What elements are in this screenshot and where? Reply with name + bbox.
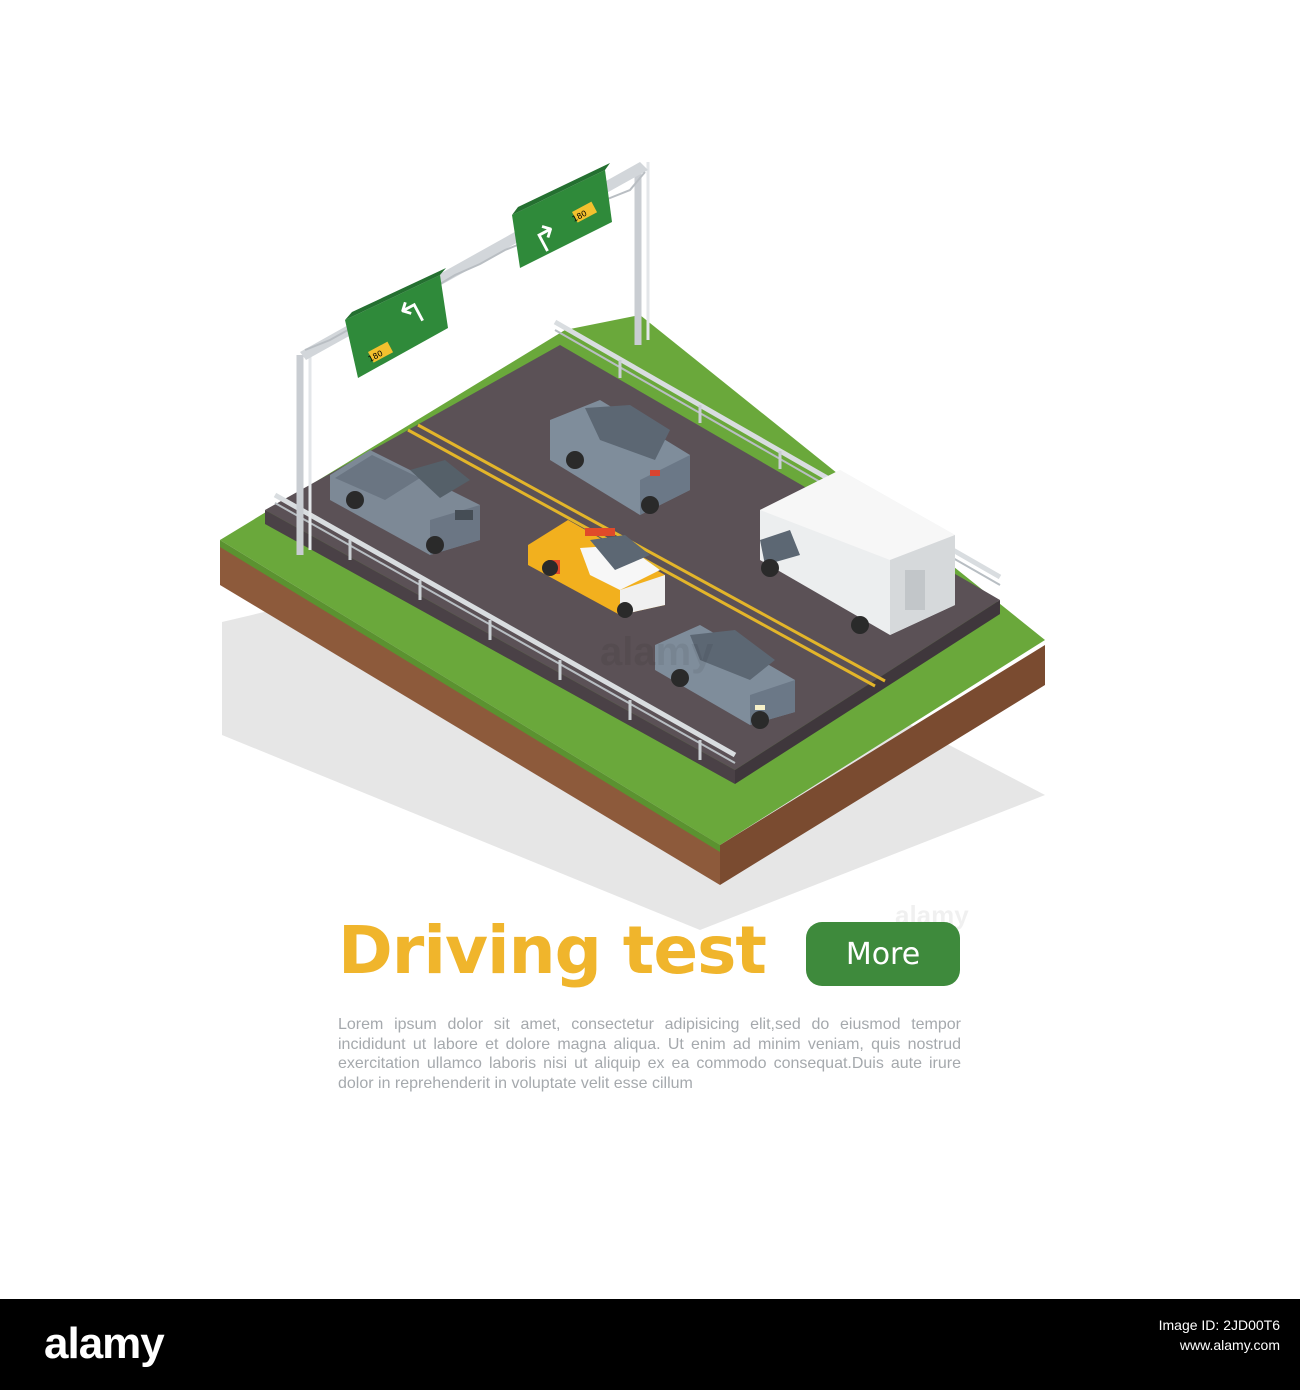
isometric-road-illustration: ↰ 180 ↱ 180 xyxy=(220,162,1045,930)
headline: Driving test xyxy=(338,912,767,989)
center-line-b xyxy=(417,423,886,683)
footer-logo: alamy xyxy=(44,1319,165,1368)
site-url: www.alamy.com xyxy=(1179,1337,1280,1353)
overhead-sign-left: ↰ 180 xyxy=(345,268,448,378)
overhead-sign-right: ↱ 180 xyxy=(512,163,612,268)
driving-school-car xyxy=(528,520,665,618)
white-camper-van xyxy=(760,470,955,635)
body-text: Lorem ipsum dolor sit amet, consectetur … xyxy=(338,1016,961,1092)
soil-front-right xyxy=(720,645,1045,885)
grass-edge-left xyxy=(220,540,720,852)
footer-bar: alamy Image ID: 2JD00T6 www.alamy.com xyxy=(0,1299,1300,1390)
gray-sedan-top xyxy=(550,400,690,515)
road-edge-left xyxy=(265,510,735,784)
gray-pickup-truck xyxy=(330,450,480,555)
more-button[interactable]: More xyxy=(806,922,960,986)
gray-sedan-bottom xyxy=(655,625,795,729)
footer-info: Image ID: 2JD00T6 www.alamy.com xyxy=(1100,1315,1280,1355)
guard-rail-front xyxy=(273,492,737,764)
image-id: Image ID: 2JD00T6 xyxy=(1158,1317,1280,1333)
road-edge-right xyxy=(735,600,1000,784)
soil-front-left xyxy=(220,545,720,885)
